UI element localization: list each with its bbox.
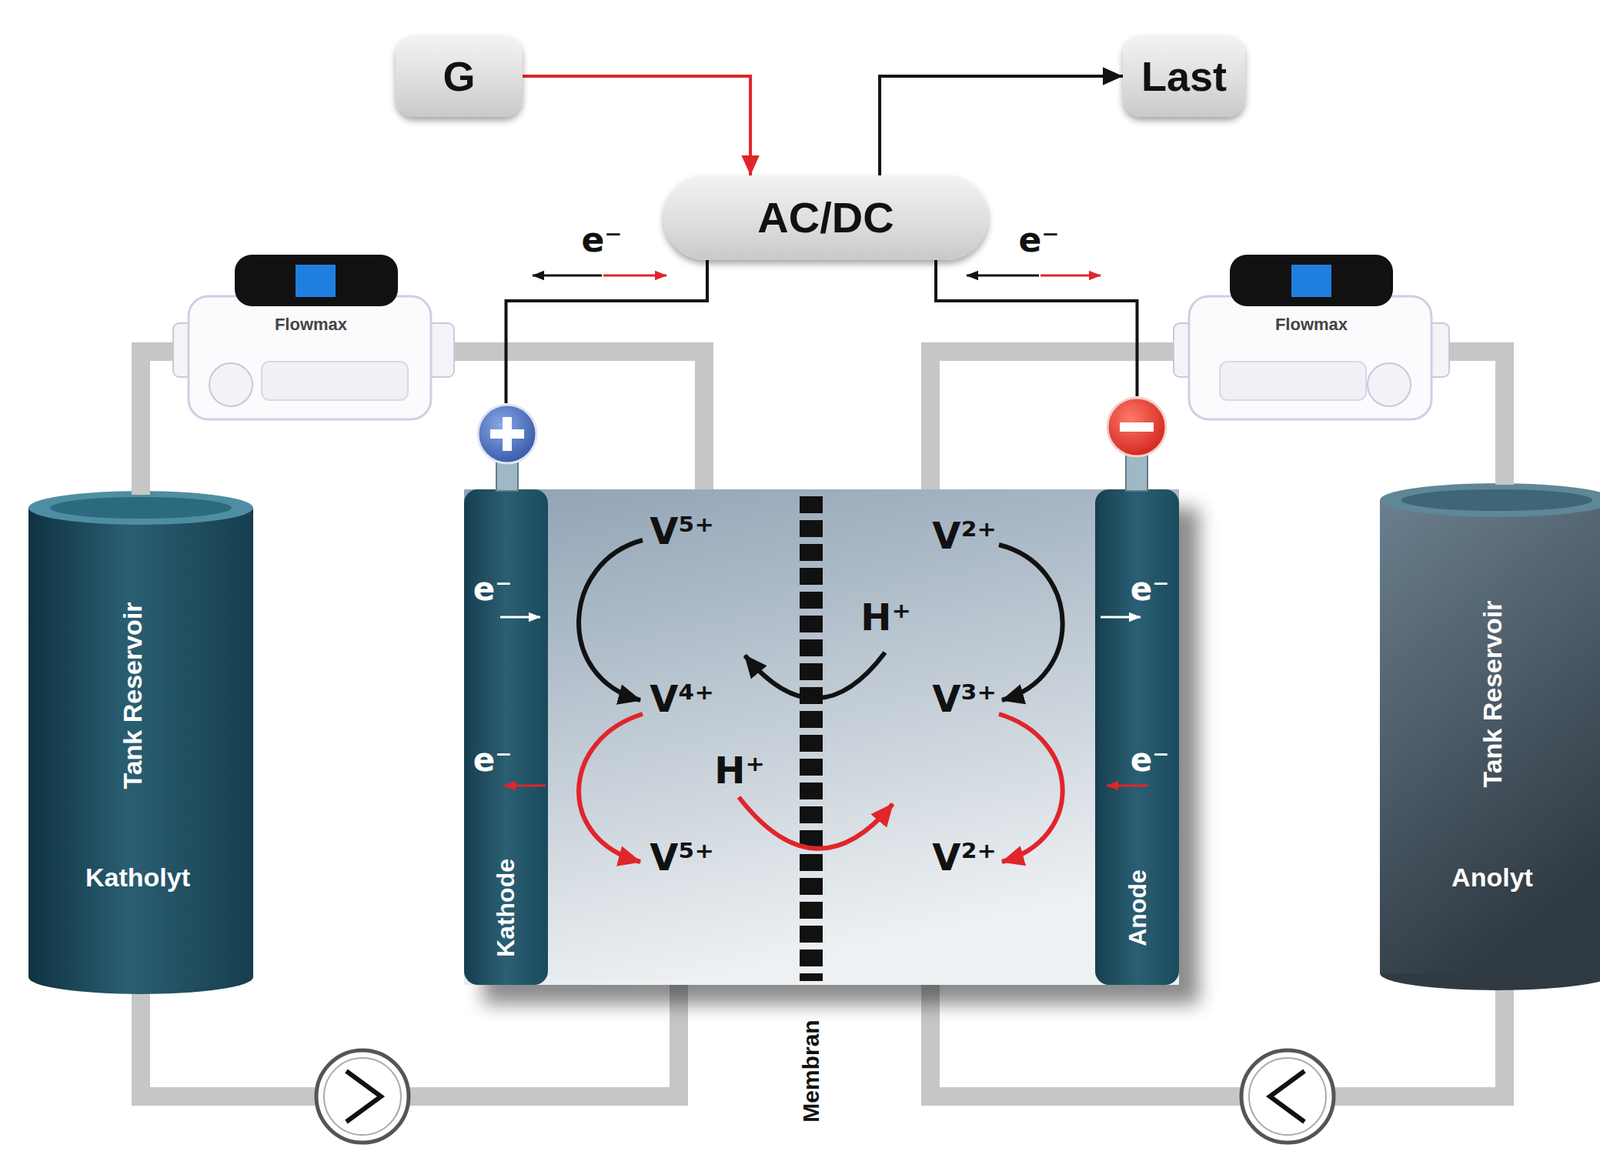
reaction-arrow: [578, 714, 643, 862]
ion-label: H⁺: [860, 598, 912, 636]
minus-sign: [1119, 422, 1154, 432]
node-label: G: [442, 55, 475, 97]
meter-panel: [1219, 361, 1367, 401]
ion-label: V²⁺: [931, 517, 997, 555]
tank-top: [28, 491, 254, 525]
catholyte-tank: Tank ReservoirKatholyt: [28, 494, 254, 990]
pump-chevron: [1269, 1071, 1305, 1123]
electrode-label: Anode: [1125, 869, 1150, 947]
pump-symbol: [1241, 1050, 1334, 1143]
electrode: [464, 489, 548, 986]
electron-arrow: [603, 274, 667, 278]
electron-label: e⁻: [1018, 223, 1059, 258]
electron-arrow: [500, 616, 541, 619]
electron-label: e⁻: [1130, 744, 1170, 777]
electron-label: e⁻: [473, 573, 513, 606]
pipe: [1449, 351, 1505, 485]
meter-body: [1189, 296, 1432, 420]
pump-chevron: [346, 1071, 381, 1123]
flowmeter: Flowmax: [1173, 254, 1450, 424]
reaction-arrow: [998, 544, 1063, 701]
membrane: [799, 496, 823, 982]
electron-label: e⁻: [581, 223, 622, 258]
electron-arrow: [532, 274, 602, 278]
pump-symbol: [316, 1050, 409, 1143]
electrode: [1095, 489, 1180, 986]
source-box: G: [395, 35, 523, 117]
meter-display: [1229, 254, 1393, 307]
meter-dial: [209, 363, 253, 407]
pump-symbol: [1249, 1058, 1327, 1136]
tank-top: [50, 497, 232, 519]
terminal-post: [496, 460, 518, 492]
tank-top: [1401, 489, 1593, 512]
pump-symbol: [324, 1058, 401, 1136]
electron-arrow: [1100, 616, 1141, 619]
electron-label: e⁻: [473, 744, 513, 777]
electron-arrow: [1106, 784, 1149, 788]
proton-arrow: [738, 797, 893, 849]
pipe: [140, 351, 174, 495]
plus-sign: [502, 417, 512, 451]
negative-terminal: [1107, 397, 1166, 457]
flowmeter: Flowmax: [173, 254, 455, 424]
device-label: Flowmax: [1275, 316, 1348, 334]
proton-arrow: [744, 652, 886, 699]
reaction-arrow: [578, 540, 643, 701]
tank-label: Tank Reservoir: [119, 601, 146, 789]
meter-dial: [1367, 363, 1411, 407]
power-input-arrow: [522, 76, 751, 176]
electron-arrow: [504, 784, 546, 788]
converter-box: AC/DC: [663, 175, 989, 261]
meter-panel: [261, 361, 408, 401]
meter-display: [234, 254, 398, 307]
node-label: AC/DC: [757, 196, 894, 240]
ion-label: V⁵⁺: [649, 838, 715, 876]
anolyte-tank: Tank ReservoirAnolyt: [1379, 484, 1597, 986]
reaction-arrow: [998, 714, 1063, 862]
positive-terminal: [477, 404, 537, 464]
electrode-label: Kathode: [493, 858, 518, 958]
tank-cylinder: [1379, 500, 1600, 974]
membrane-label: Membran: [799, 1019, 823, 1123]
ion-label: H⁺: [714, 751, 765, 789]
cell-body: [464, 489, 1180, 986]
ion-label: V³⁺: [931, 680, 997, 718]
electrolyte-label: Katholyt: [85, 864, 191, 891]
device-label: Flowmax: [274, 316, 348, 334]
electron-label: e⁻: [1130, 573, 1170, 606]
ion-label: V⁴⁺: [649, 680, 715, 718]
tank-label: Tank Reservoir: [1479, 600, 1506, 788]
electron-arrow: [1040, 274, 1101, 278]
terminal-post: [1125, 454, 1148, 492]
tank-cylinder: [28, 507, 254, 978]
electrolyte-label: Anolyt: [1451, 864, 1534, 891]
load-box: Last: [1122, 35, 1246, 117]
cathode-electrode: Kathode: [464, 403, 548, 986]
wire: [506, 260, 708, 404]
meter-screen: [1291, 264, 1332, 298]
meter-screen: [295, 264, 336, 298]
meter-body: [188, 296, 431, 420]
electron-arrow: [966, 274, 1039, 278]
tank-top: [1379, 483, 1600, 518]
wire: [935, 260, 1137, 397]
ion-label: V²⁺: [931, 838, 997, 876]
power-output-arrow: [879, 76, 1123, 176]
node-label: Last: [1141, 55, 1227, 97]
ion-label: V⁵⁺: [649, 512, 715, 550]
anode-electrode: Anode: [1095, 396, 1180, 986]
